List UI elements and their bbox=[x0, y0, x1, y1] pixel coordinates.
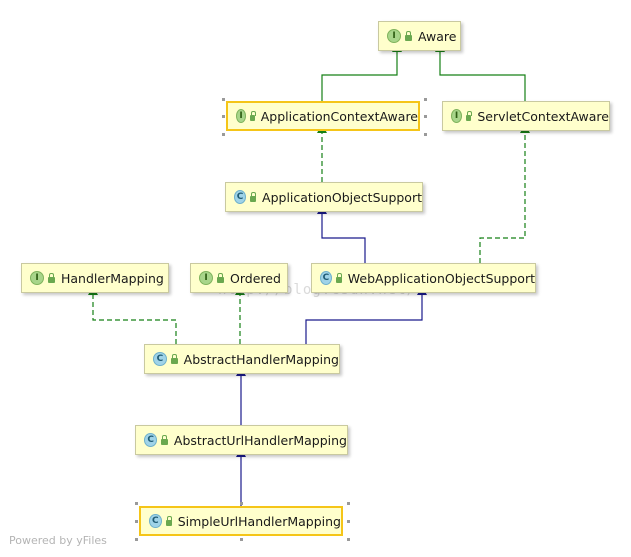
node-label: SimpleUrlHandlerMapping bbox=[177, 513, 341, 529]
lock-icon bbox=[335, 272, 342, 283]
node-application-context-aware[interactable]: I ApplicationContextAware bbox=[226, 101, 420, 131]
lock-icon bbox=[466, 110, 473, 121]
node-abstract-url-handler-mapping[interactable]: C AbstractUrlHandlerMapping bbox=[135, 425, 348, 455]
edge-webappobjectsupport-servletcontextaware bbox=[479, 124, 530, 263]
class-icon: C bbox=[144, 433, 158, 447]
lock-icon bbox=[161, 434, 168, 445]
node-application-object-support[interactable]: C ApplicationObjectSupport bbox=[225, 182, 423, 212]
class-icon: C bbox=[234, 190, 247, 204]
selection-handle[interactable] bbox=[222, 98, 225, 101]
selection-handle[interactable] bbox=[347, 502, 350, 505]
edge-servletcontextaware-aware bbox=[435, 43, 526, 101]
selection-handle[interactable] bbox=[347, 520, 350, 523]
selection-handle[interactable] bbox=[424, 133, 427, 136]
powered-by-footer: Powered by yFiles bbox=[9, 534, 107, 547]
lock-icon bbox=[165, 515, 172, 526]
lock-icon bbox=[48, 272, 55, 283]
selection-handle[interactable] bbox=[222, 133, 225, 136]
lock-icon bbox=[217, 272, 224, 283]
selection-handle[interactable] bbox=[222, 115, 225, 118]
lock-icon bbox=[250, 191, 257, 202]
selection-handle[interactable] bbox=[240, 502, 243, 505]
node-abstract-handler-mapping[interactable]: C AbstractHandlerMapping bbox=[144, 344, 340, 374]
interface-icon: I bbox=[236, 109, 247, 123]
selection-handle[interactable] bbox=[347, 538, 350, 541]
selection-handle[interactable] bbox=[240, 538, 243, 541]
node-simple-url-handler-mapping[interactable]: C SimpleUrlHandlerMapping bbox=[139, 506, 343, 536]
edge-abstracthandlermapping-webappobjectsupport bbox=[305, 286, 427, 344]
selection-handle[interactable] bbox=[424, 115, 427, 118]
node-handler-mapping[interactable]: I HandlerMapping bbox=[21, 263, 169, 293]
node-label: Ordered bbox=[230, 270, 281, 286]
node-ordered[interactable]: I Ordered bbox=[190, 263, 288, 293]
selection-handle[interactable] bbox=[135, 538, 138, 541]
node-label: ApplicationObjectSupport bbox=[262, 189, 422, 205]
interface-icon: I bbox=[30, 271, 44, 285]
node-label: Aware bbox=[418, 28, 457, 44]
class-icon: C bbox=[320, 271, 332, 285]
class-icon: C bbox=[153, 352, 167, 366]
node-label: AbstractUrlHandlerMapping bbox=[173, 432, 347, 448]
interface-icon: I bbox=[199, 271, 213, 285]
node-web-application-object-support[interactable]: C WebApplicationObjectSupport bbox=[311, 263, 536, 293]
lock-icon bbox=[170, 353, 178, 364]
node-servlet-context-aware[interactable]: I ServletContextAware bbox=[442, 101, 610, 131]
edge-webappobjectsupport-appobjectsupport bbox=[317, 205, 366, 263]
node-aware[interactable]: I Aware bbox=[378, 21, 461, 51]
node-label: ServletContextAware bbox=[477, 108, 609, 124]
selection-handle[interactable] bbox=[424, 98, 427, 101]
node-label: WebApplicationObjectSupport bbox=[347, 270, 535, 286]
edge-abstracthandlermapping-handlermapping bbox=[88, 286, 177, 344]
interface-icon: I bbox=[451, 109, 463, 123]
lock-icon bbox=[405, 30, 412, 41]
selection-handle[interactable] bbox=[135, 520, 138, 523]
edge-appcontextaware-aware bbox=[321, 43, 402, 101]
interface-icon: I bbox=[387, 29, 401, 43]
node-label: ApplicationContextAware bbox=[260, 108, 418, 124]
lock-icon bbox=[250, 110, 256, 121]
node-label: HandlerMapping bbox=[61, 270, 164, 286]
selection-handle[interactable] bbox=[135, 502, 138, 505]
node-label: AbstractHandlerMapping bbox=[183, 351, 339, 367]
class-icon: C bbox=[149, 514, 162, 528]
